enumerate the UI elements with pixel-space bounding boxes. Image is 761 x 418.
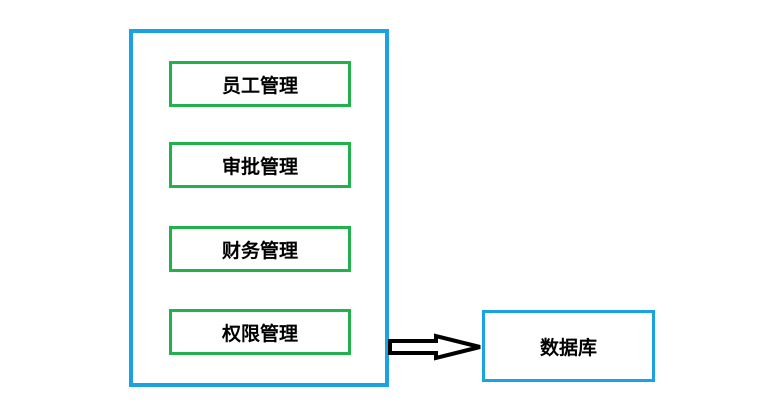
database-label: 数据库	[539, 336, 597, 359]
module-approval-management: 审批管理	[169, 142, 351, 188]
database-box: 数据库	[482, 310, 655, 382]
arrow-right-icon	[388, 333, 481, 361]
module-label: 审批管理	[221, 155, 298, 178]
module-finance-management: 财务管理	[169, 226, 351, 272]
module-employee-management: 员工管理	[169, 61, 351, 107]
module-label: 财务管理	[221, 239, 298, 262]
arrow-shape	[388, 333, 481, 361]
module-permission-management: 权限管理	[169, 309, 351, 355]
module-label: 员工管理	[221, 74, 298, 97]
system-container	[129, 29, 389, 387]
module-label: 权限管理	[221, 322, 298, 345]
